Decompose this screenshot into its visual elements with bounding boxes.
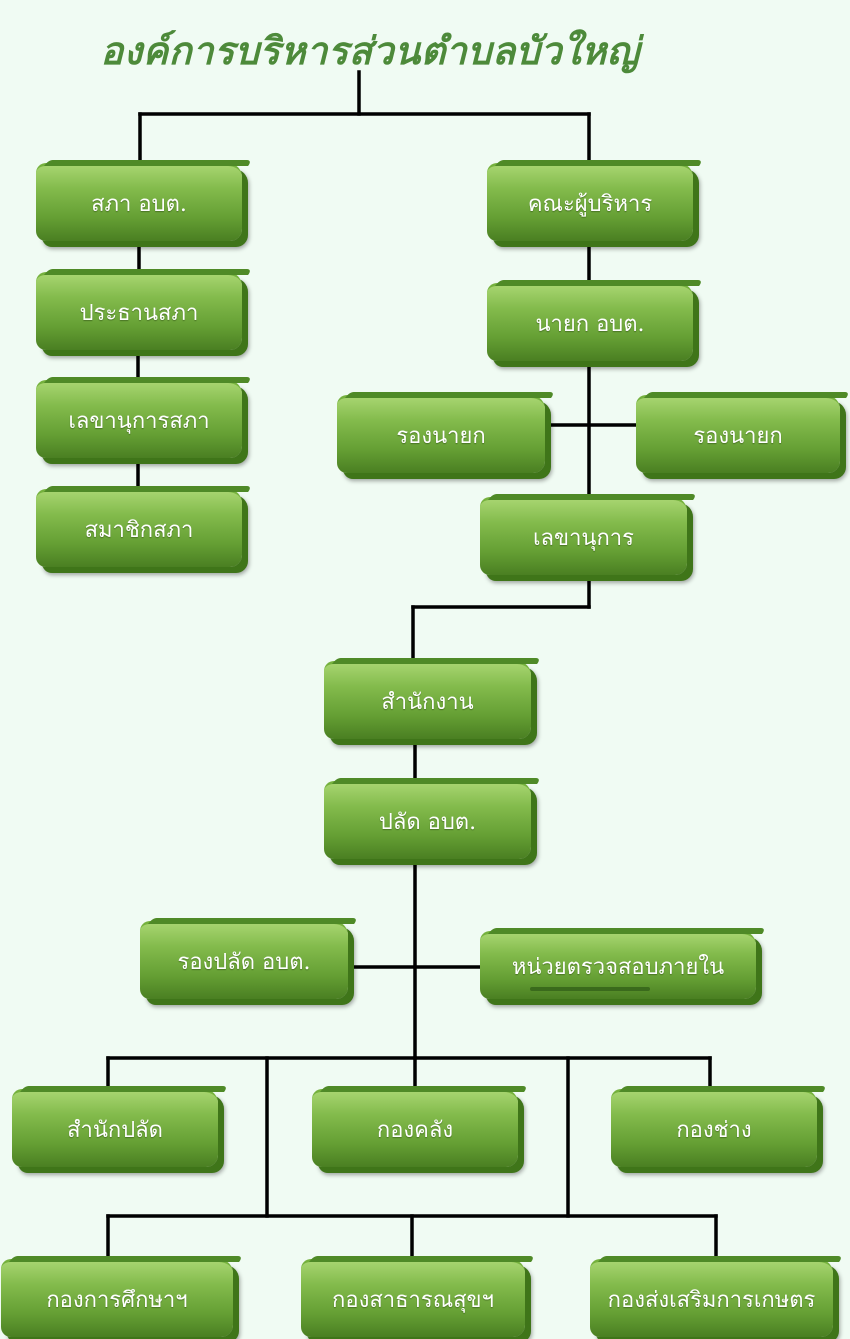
executive-board-box[interactable]: คณะผู้บริหาร (487, 163, 693, 241)
internal-audit-label: หน่วยตรวจสอบภายใน (511, 955, 725, 980)
executive-board-label: คณะผู้บริหาร (527, 192, 653, 217)
decorative-underline (530, 987, 650, 991)
council-label: สภา อบต. (91, 192, 187, 217)
council-chairman-label: ประธานสภา (79, 301, 199, 326)
deputy-mayor-left-box[interactable]: รองนายก (337, 395, 545, 473)
mayor-label: นายก อบต. (535, 312, 645, 337)
chief-clerk-box[interactable]: ปลัด อบต. (324, 781, 531, 859)
chief-clerk-label: ปลัด อบต. (378, 810, 477, 835)
deputy-mayor-right-box[interactable]: รองนายก (636, 395, 840, 473)
agriculture-division-label: กองส่งเสริมการเกษตร (607, 1288, 816, 1313)
council-members-box[interactable]: สมาชิกสภา (36, 489, 242, 567)
agriculture-division-box[interactable]: กองส่งเสริมการเกษตร (590, 1259, 833, 1337)
council-members-label: สมาชิกสภา (84, 518, 194, 543)
public-health-division-box[interactable]: กองสาธารณสุขฯ (301, 1259, 525, 1337)
council-chairman-box[interactable]: ประธานสภา (36, 272, 242, 350)
education-division-box[interactable]: กองการศึกษาฯ (1, 1259, 233, 1337)
deputy-clerk-box[interactable]: รองปลัด อบต. (140, 921, 348, 999)
council-secretary-box[interactable]: เลขานุการสภา (36, 380, 242, 458)
deputy-mayor-right-label: รองนายก (693, 424, 783, 449)
council-box[interactable]: สภา อบต. (36, 163, 242, 241)
council-secretary-label: เลขานุการสภา (68, 409, 210, 434)
chart-title: องค์การบริหารส่วนตำบลบัวใหญ่ (100, 28, 640, 73)
office-label: สำนักงาน (381, 690, 474, 715)
deputy-clerk-label: รองปลัด อบต. (177, 950, 311, 975)
finance-division-box[interactable]: กองคลัง (312, 1089, 518, 1167)
office-box[interactable]: สำนักงาน (324, 661, 531, 739)
clerk-office-division-label: สำนักปลัด (67, 1118, 163, 1143)
education-division-label: กองการศึกษาฯ (46, 1288, 188, 1313)
executive-secretary-label: เลขานุการ (533, 526, 634, 551)
executive-secretary-box[interactable]: เลขานุการ (480, 497, 687, 575)
clerk-office-division-box[interactable]: สำนักปลัด (12, 1089, 218, 1167)
public-health-division-label: กองสาธารณสุขฯ (332, 1288, 494, 1313)
finance-division-label: กองคลัง (376, 1118, 454, 1143)
mayor-box[interactable]: นายก อบต. (487, 283, 693, 361)
engineering-division-box[interactable]: กองช่าง (611, 1089, 817, 1167)
deputy-mayor-left-label: รองนายก (396, 424, 486, 449)
internal-audit-box[interactable]: หน่วยตรวจสอบภายใน (480, 931, 756, 999)
engineering-division-label: กองช่าง (676, 1118, 752, 1143)
